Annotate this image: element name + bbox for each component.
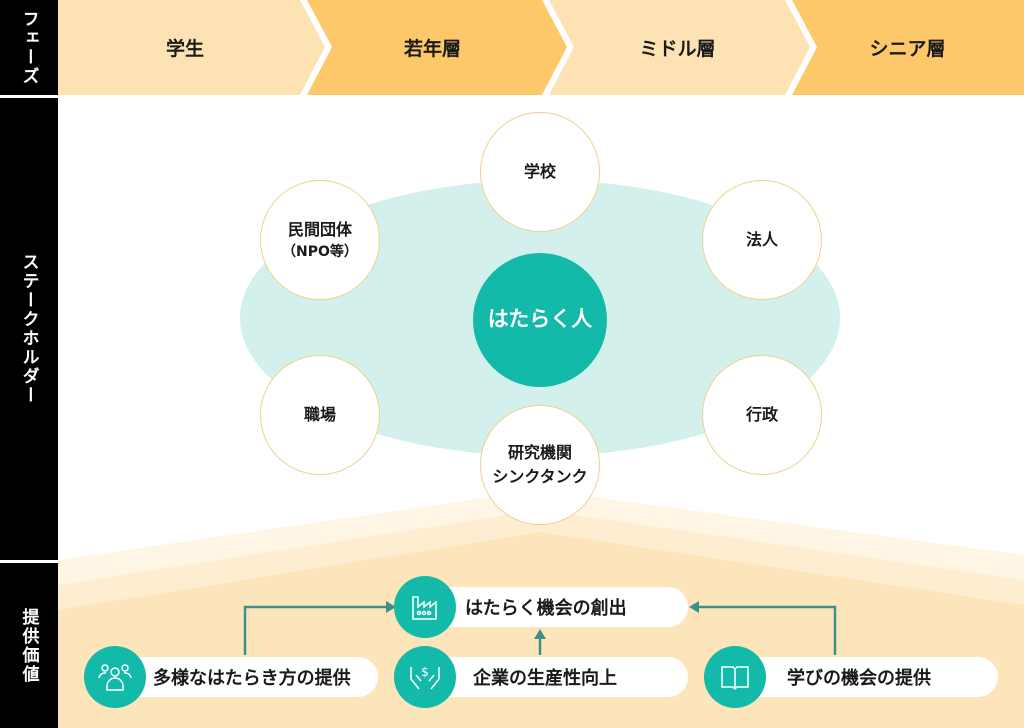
- stakeholder-center-worker: はたらく人: [473, 253, 607, 387]
- phase-student: 学生: [165, 38, 204, 60]
- book-icon: [704, 646, 766, 708]
- phase-arrow-1: [58, 0, 325, 95]
- label-stakeholders: ステークホルダー: [0, 98, 58, 560]
- phase-arrow-2: [307, 0, 567, 95]
- label-value: 提供価値: [0, 563, 58, 728]
- svg-text:$: $: [421, 665, 429, 679]
- phase-middle: ミドル層: [639, 38, 716, 60]
- factory-icon: [394, 576, 456, 638]
- stakeholder-government: 行政: [702, 355, 822, 475]
- phase-arrow-3: [549, 0, 810, 95]
- value-left: 多様なはたらき方の提供: [115, 657, 378, 697]
- stakeholder-ngo: 民間団体（NPO等）: [260, 180, 380, 300]
- phase-senior: シニア層: [869, 38, 946, 60]
- arrows: [243, 605, 837, 655]
- phase-arrow-4: [792, 0, 1024, 95]
- label-phase: フェーズ: [0, 0, 58, 95]
- people-icon: [84, 646, 146, 708]
- value-right: 学びの機会の提供: [735, 657, 998, 697]
- stakeholder-workplace: 職場: [260, 355, 380, 475]
- stakeholder-corporation: 法人: [702, 180, 822, 300]
- value-top: はたらく機会の創出: [425, 587, 688, 627]
- value-middle: 企業の生産性向上: [425, 657, 688, 697]
- stakeholder-school: 学校: [480, 112, 600, 232]
- phase-young: 若年層: [403, 38, 461, 60]
- stakeholder-research: 研究機関シンクタンク: [480, 405, 600, 525]
- hands-money-icon: $: [394, 646, 456, 708]
